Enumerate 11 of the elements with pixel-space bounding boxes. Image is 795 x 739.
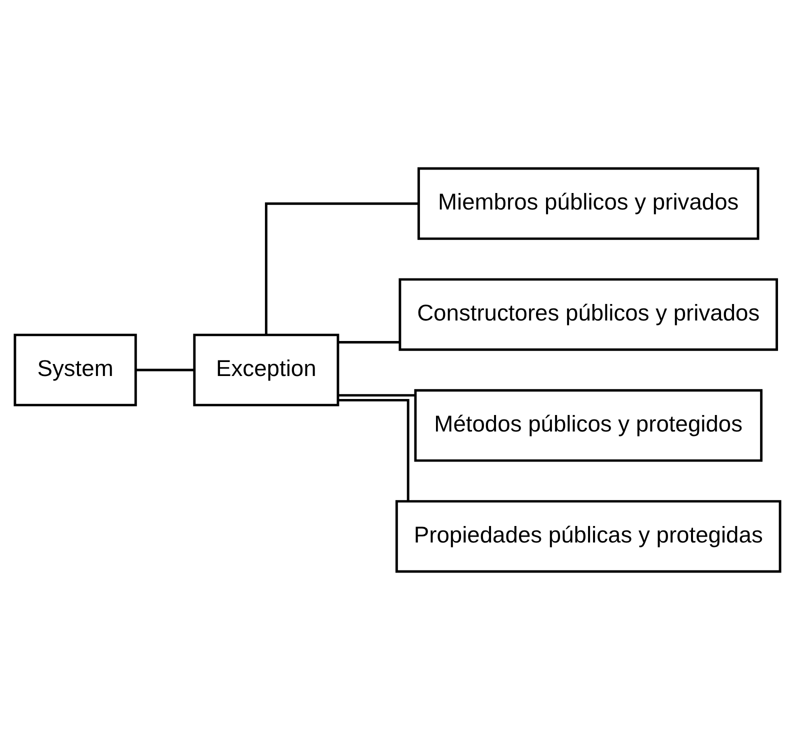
node-box: Miembros públicos y privados xyxy=(417,166,760,240)
node-box: Constructores públicos y privados xyxy=(398,278,778,350)
connector xyxy=(338,394,415,396)
connector xyxy=(264,202,418,334)
node-box: Propiedades públicas y protegidas xyxy=(395,500,782,572)
connector xyxy=(136,368,194,371)
node-box: System xyxy=(14,333,137,406)
connector xyxy=(338,340,400,343)
node-box: Exception xyxy=(193,333,340,406)
node-box: Métodos públicos y protegidos xyxy=(414,388,763,462)
connector xyxy=(338,398,410,501)
